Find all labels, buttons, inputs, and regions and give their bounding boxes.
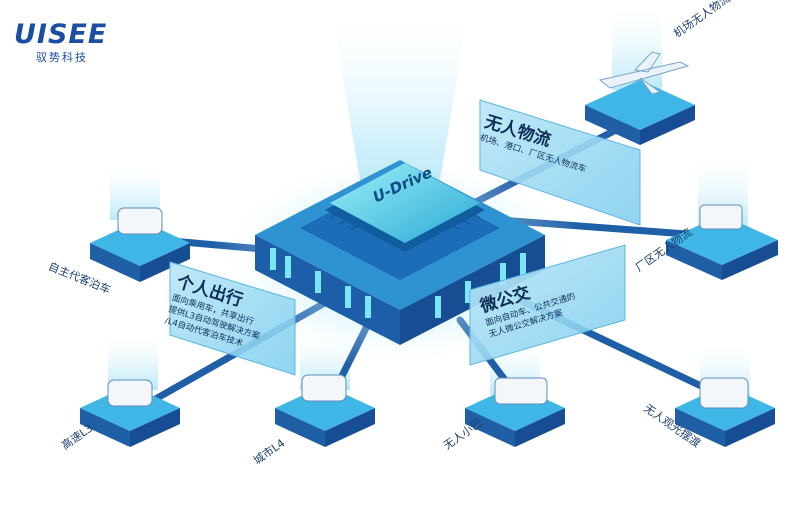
chip — [325, 163, 485, 252]
platform-minibus — [465, 377, 565, 447]
brand-name-cn: 驭势科技 — [36, 51, 88, 64]
shuttle-icon — [699, 377, 749, 409]
platform-factory — [666, 204, 778, 280]
brand-wordmark: UISEE — [14, 19, 108, 50]
airplane-icon — [598, 51, 690, 95]
central-light-beam — [330, 0, 470, 180]
panel-bus-bg — [469, 244, 626, 366]
panel-personal-bg — [169, 261, 296, 376]
panel-logistics-bg — [479, 99, 641, 226]
brand-logo: UISEE 驭势科技 — [14, 19, 154, 66]
platform-city — [275, 374, 375, 447]
car-icon — [107, 379, 153, 407]
car-icon — [117, 207, 163, 235]
car-icon — [301, 374, 347, 402]
platform-highway — [80, 379, 180, 447]
logistics-truck-icon — [699, 204, 743, 230]
minibus-icon — [494, 377, 548, 405]
platform-tour — [675, 377, 775, 447]
platform-airport — [585, 51, 695, 145]
platform-valet — [90, 207, 190, 282]
